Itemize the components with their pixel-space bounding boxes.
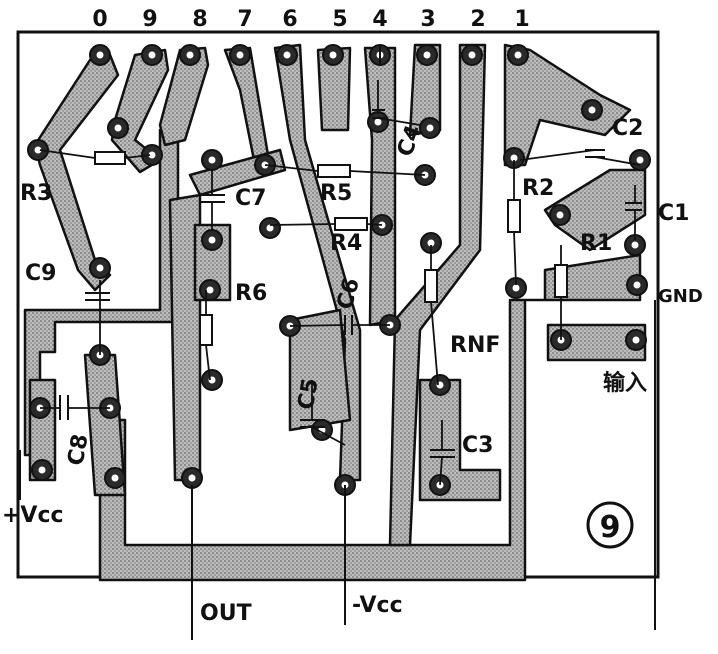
label-r4: R4 [330, 231, 362, 256]
pin-number-2: 2 [470, 7, 485, 32]
pad-hole-2 [186, 51, 194, 59]
pad-hole-10 [34, 146, 42, 154]
label-rnf: RNF [450, 333, 500, 358]
pin-number-1: 1 [514, 7, 529, 32]
component-leads [39, 80, 641, 486]
pad-hole-23 [512, 284, 520, 292]
pad-hole-7 [423, 51, 431, 59]
pin-number-0: 0 [92, 7, 107, 32]
pad-hole-17 [588, 106, 596, 114]
pad-hole-18 [636, 156, 644, 164]
figure-number: 9 [600, 510, 621, 545]
label-c5: C5 [294, 376, 324, 411]
label-c7: C7 [235, 186, 266, 211]
label-r2: R2 [522, 176, 554, 201]
pad-hole-38 [111, 474, 119, 482]
pin-number-5: 5 [332, 7, 347, 32]
label-r6: R6 [235, 281, 267, 306]
trace-c5 [288, 308, 352, 432]
trace-rnf [418, 378, 502, 502]
resistor-r5 [317, 164, 351, 178]
label-out: OUT [200, 601, 252, 626]
pin-number-4: 4 [372, 7, 387, 32]
trace-input-pads [546, 323, 647, 362]
pad-hole-22 [633, 281, 641, 289]
resistor-rnf [424, 269, 438, 303]
pad-hole-8 [468, 51, 476, 59]
label-c1: C1 [658, 201, 689, 226]
label-c8: C8 [64, 432, 94, 467]
pad-hole-11 [114, 124, 122, 132]
label-r3: R3 [20, 181, 52, 206]
pad-hole-44 [374, 118, 382, 126]
pad-hole-5 [329, 51, 337, 59]
external-wires [19, 45, 656, 640]
pad-hole-26 [208, 236, 216, 244]
pad-hole-12 [148, 151, 156, 159]
label-c2: C2 [612, 116, 643, 141]
pad-hole-1 [148, 51, 156, 59]
pad-hole-19 [510, 154, 518, 162]
label-vcc-plus: +Vcc [2, 503, 64, 528]
pad-hole-25 [632, 336, 640, 344]
pad-hole-27 [206, 286, 214, 294]
label-input: 输入 [603, 370, 647, 396]
label-c9: C9 [25, 261, 56, 286]
figure-number-badge: 9 [586, 501, 634, 549]
label-c3: C3 [462, 433, 493, 458]
pad-hole-13 [96, 264, 104, 272]
pin-number-9: 9 [142, 7, 157, 32]
pad-hole-14 [208, 156, 216, 164]
pin-number-3: 3 [420, 7, 435, 32]
trace-bottom-bus [98, 253, 642, 582]
pad-hole-29 [266, 224, 274, 232]
pin-number-6: 6 [282, 7, 297, 32]
pin-number-8: 8 [192, 7, 207, 32]
pad-hole-21 [631, 241, 639, 249]
pads [27, 44, 651, 496]
pad-hole-0 [96, 51, 104, 59]
resistor-r2 [507, 199, 521, 233]
trace-r2-r1 [543, 168, 647, 252]
pad-hole-3 [236, 51, 244, 59]
pad-hole-37 [38, 466, 46, 474]
label-r5: R5 [320, 181, 352, 206]
pad-hole-9 [514, 51, 522, 59]
trace-pad8 [158, 46, 210, 147]
pad-hole-39 [188, 474, 196, 482]
pad-hole-31 [427, 239, 435, 247]
pad-hole-45 [426, 124, 434, 132]
resistor-r6 [199, 314, 213, 346]
trace-pad6 [273, 43, 362, 482]
label-r1: R1 [580, 231, 612, 256]
resistor-r1 [554, 264, 568, 298]
pin-number-7: 7 [237, 7, 252, 32]
pad-hole-4 [283, 51, 291, 59]
resistor-r4 [334, 217, 368, 231]
label-gnd: GND [658, 286, 703, 307]
pad-hole-20 [556, 211, 564, 219]
label-vcc-minus: -Vcc [352, 593, 403, 618]
resistor-r3 [94, 151, 126, 165]
component-labels: R3 C9 C8 C7 R6 R5 R4 C4 C6 C5 R2 R1 C2 C… [2, 116, 703, 626]
